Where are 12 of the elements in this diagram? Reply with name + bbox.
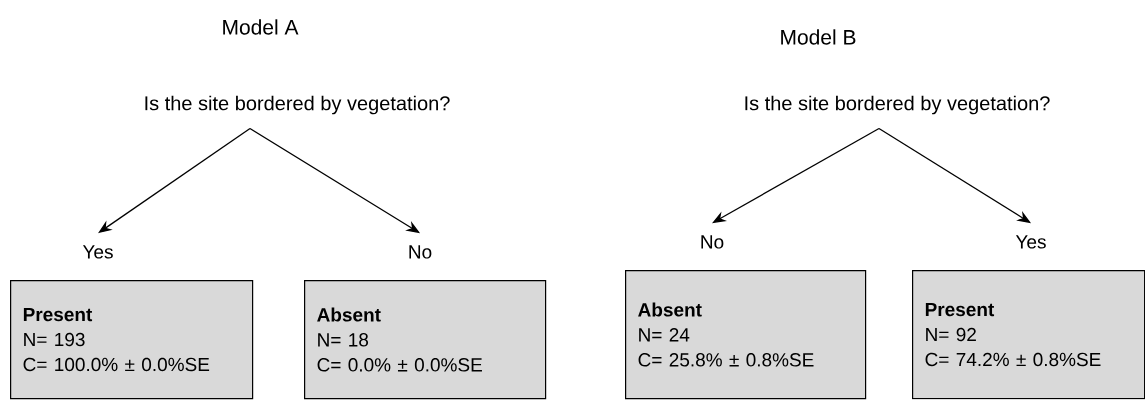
answer-text: Yes: [1015, 235, 1046, 249]
result-box: Absent N= 18 C= 0.0% ± 0.0%SE: [304, 280, 547, 400]
model-heading: Model A: [223, 19, 299, 35]
answer-text: Yes: [82, 245, 113, 259]
answer-text: No: [701, 235, 724, 249]
question-text: Is the site bordered by vegetation?: [745, 95, 1050, 115]
question-text: Is the site bordered by vegetation?: [145, 95, 450, 115]
answer-text: No: [409, 245, 432, 259]
result-box: Absent N= 24 C= 25.8% ± 0.8%SE: [625, 270, 867, 400]
model-heading: Model B: [781, 29, 856, 45]
result-box: Present N= 193 C= 100.0% ± 0.0%SE: [10, 280, 254, 400]
result-box: Present N= 92 C= 74.2% ± 0.8%SE: [912, 270, 1145, 400]
